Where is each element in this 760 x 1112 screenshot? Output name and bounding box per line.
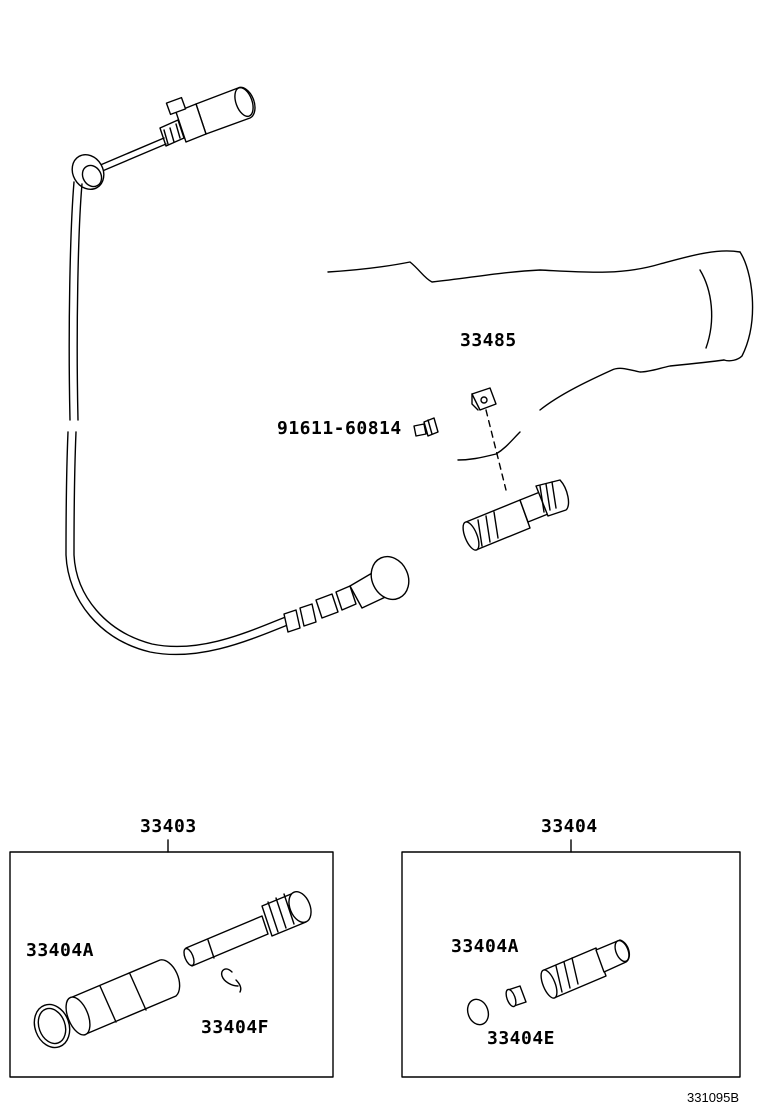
label-kit-a-oring: 33404A [26,940,95,961]
cable-lower-connector [283,555,410,633]
kit-b-seal [505,985,527,1008]
label-kit-b-oring: 33404A [451,936,520,957]
cable-upper-connector [97,86,256,173]
diagram-reference-code: 331095B [687,1090,740,1105]
assembly-dashed-line [485,409,507,491]
kit-b-box [401,851,741,1078]
kit-a-oring [33,1003,71,1049]
kit-b-oring [466,998,490,1026]
kit-a-driven-gear [183,890,312,967]
kit-a-sleeve [65,959,181,1036]
label-driven-gear-kit: 33403 [140,816,197,837]
bolt-part [413,417,439,437]
label-sleeve-kit: 33404 [541,816,598,837]
label-kit-b-seal: 33404E [487,1028,556,1049]
label-speedo-sleeve: 33485 [460,330,517,351]
kit-b-sleeve [540,939,631,999]
driven-gear-assembly [462,479,570,551]
label-bolt: 91611-60814 [277,418,402,439]
cable-grommet [71,154,105,190]
speedometer-cable [65,86,410,656]
kit-a-box [9,851,334,1078]
kit-a-clip [220,968,242,993]
speedo-sleeve-part [471,387,497,411]
label-kit-a-clip: 33404F [201,1017,270,1038]
transmission-housing [327,250,754,461]
cable-upper-run [68,181,75,421]
